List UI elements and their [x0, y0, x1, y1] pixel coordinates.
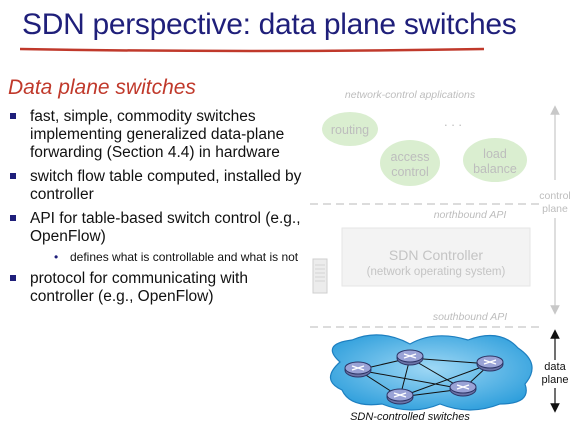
- app-label-load: load: [483, 147, 507, 161]
- sdn-architecture-diagram: network-control applications routing . .…: [300, 82, 580, 427]
- bullet-list: fast, simple, commodity switches impleme…: [6, 108, 306, 312]
- data-plane-label-2: plane: [542, 374, 569, 386]
- bullet-item: API for table-based switch control (e.g.…: [6, 210, 306, 264]
- app-label-routing: routing: [331, 123, 369, 137]
- diagram-canvas: network-control applications routing . .…: [310, 89, 571, 423]
- controller-subtitle: (network operating system): [367, 266, 506, 278]
- controller-title: SDN Controller: [389, 247, 483, 263]
- switch-icon: [396, 349, 424, 366]
- control-plane-label: control: [539, 190, 571, 202]
- bullet-item: fast, simple, commodity switches impleme…: [6, 108, 306, 162]
- slide-title: SDN perspective: data plane switches: [22, 8, 517, 41]
- southbound-label: southbound API: [433, 311, 507, 323]
- app-bubble-access-control: [380, 140, 440, 186]
- app-label-access: access: [391, 150, 430, 164]
- title-underline: [19, 47, 485, 53]
- app-bubble-routing: [322, 112, 378, 146]
- bullet-text: API for table-based switch control (e.g.…: [30, 210, 301, 245]
- bullet-item: switch flow table computed, installed by…: [6, 168, 306, 204]
- data-plane-label: data: [544, 361, 566, 373]
- switch-icon: [386, 388, 414, 405]
- server-icon: [312, 258, 328, 294]
- sub-bullet-item: defines what is controllable and what is…: [30, 250, 306, 264]
- app-label-control: control: [391, 165, 429, 179]
- switch-icon: [344, 361, 372, 378]
- app-layer-label: network-control applications: [345, 89, 476, 101]
- bullet-item: protocol for communicating with controll…: [6, 270, 306, 306]
- control-plane-label-2: plane: [542, 203, 568, 215]
- ellipsis: . . .: [444, 114, 462, 129]
- app-label-balance: balance: [473, 162, 517, 176]
- network-cloud: [329, 334, 533, 411]
- switch-icon: [476, 355, 504, 372]
- northbound-label: northbound API: [434, 209, 507, 221]
- switches-caption: SDN-controlled switches: [350, 411, 470, 423]
- section-heading: Data plane switches: [8, 76, 196, 99]
- app-bubble-load-balance: [463, 138, 527, 182]
- controller-box: [341, 227, 531, 287]
- switch-icon: [449, 380, 477, 397]
